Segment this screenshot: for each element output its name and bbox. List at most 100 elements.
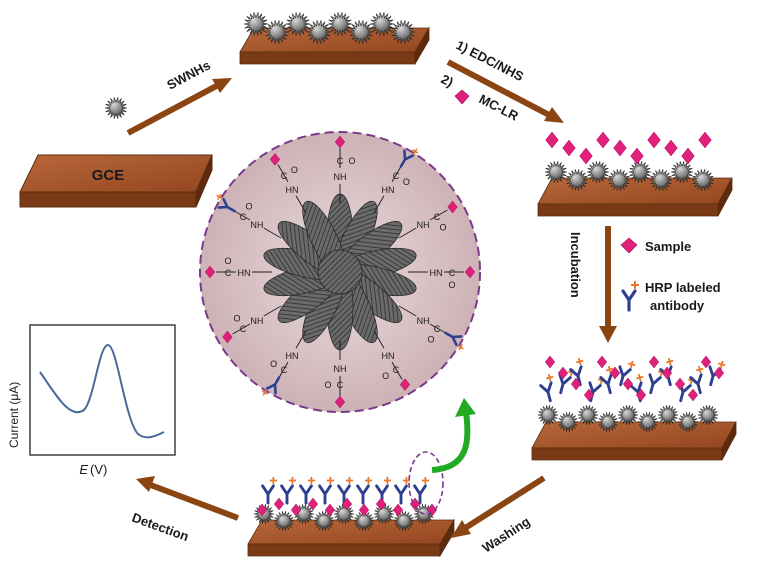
detection-label: Detection (130, 510, 191, 544)
legend-antibody-line2: antibody (650, 298, 705, 313)
gce-electrode: GCE (19, 154, 213, 208)
antibody-marker (216, 193, 236, 213)
chem-c-label: C (240, 212, 247, 222)
detection-step-arrow: Detection (130, 476, 240, 544)
mc-lr-marker (447, 200, 458, 214)
mc-lr-immobilized-electrode (537, 131, 733, 217)
swnhs-label: SWNHs (164, 57, 212, 92)
step2-number: 2) (439, 71, 456, 90)
mc-lr-marker (596, 131, 610, 149)
chem-nh-label: HN (382, 185, 395, 195)
swnh-particle (597, 412, 619, 432)
mc-lr-marker (596, 355, 608, 369)
antibody-marker (356, 476, 373, 505)
chem-c-label: C (434, 212, 441, 222)
chem-o-label: O (382, 371, 389, 381)
swnh-particle (697, 405, 719, 425)
swnh-particle (649, 169, 673, 191)
dpv-curve (39, 343, 165, 439)
edc-nhs-label: 1) EDC/NHS (454, 37, 527, 84)
mc-lr-marker (399, 378, 411, 391)
mc-lr-marker (256, 503, 268, 517)
legend-sample: Sample (620, 237, 691, 254)
hrp-antibody-icon (621, 281, 639, 312)
mc-lr-marker (664, 139, 678, 157)
swnh-particle (537, 405, 559, 425)
antibody-marker (280, 476, 297, 505)
swnh-particle (390, 20, 416, 44)
chem-o-label: O (224, 256, 231, 266)
swnh-particle (617, 405, 639, 425)
mc-lr-marker (681, 147, 695, 165)
plot-ylabel: Current (μA) (7, 382, 21, 448)
chem-o-label: O (348, 156, 355, 166)
chem-nh-label: NH (334, 364, 347, 374)
chem-o-label: O (448, 280, 455, 290)
swnh-particle (586, 161, 610, 183)
swnhs-step-arrow: SWNHs (104, 57, 232, 136)
swnh-particle (243, 12, 269, 36)
incubation-label: Incubation (568, 232, 583, 298)
mc-lr-marker (222, 330, 233, 344)
antibody-marker (444, 331, 464, 351)
edc-nhs-step-arrow: 1) EDC/NHS 2) MC-LR (439, 37, 564, 124)
chem-nh-label: HN (238, 268, 251, 278)
mc-lr-marker (269, 153, 281, 166)
swnh-particle (104, 97, 128, 119)
swnh-particle (544, 161, 568, 183)
chem-nh-label: HN (286, 351, 299, 361)
mc-lr-marker (562, 139, 576, 157)
mc-lr-marker (583, 388, 595, 402)
mc-lr-marker (307, 497, 319, 511)
mc-lr-marker (570, 377, 582, 391)
swnh-particle (628, 161, 652, 183)
antibody-marker (261, 376, 281, 396)
mc-lr-marker (713, 366, 725, 380)
swnh-particle-icon (104, 97, 128, 119)
antibody-marker (394, 476, 411, 505)
chem-o-label: O (233, 314, 240, 324)
washing-label: Washing (479, 514, 532, 556)
mc-lr-marker (630, 147, 644, 165)
chem-c-label: C (434, 324, 441, 334)
chem-c-label: C (240, 324, 247, 334)
antibody-marker (337, 476, 354, 505)
swnh-particle (306, 20, 332, 44)
mc-lr-marker (622, 377, 634, 391)
swnh-particle (691, 169, 715, 191)
antibody-marker (689, 365, 704, 395)
mc-lr-marker (635, 388, 647, 402)
washing-step-arrow: Washing (451, 475, 546, 556)
amide-linker-arms: NHCOHNCONHCOHNCONHCOHNCONHCOHNCONHCOHNCO… (204, 135, 476, 409)
mc-lr-marker (557, 366, 569, 380)
mc-lr-marker (334, 135, 346, 149)
antibody-marker (599, 365, 614, 395)
mc-lr-marker (545, 131, 559, 149)
swnh-particle (557, 412, 579, 432)
chem-o-label: O (403, 177, 410, 187)
mc-lr-marker (290, 503, 302, 517)
mc-lr-marker (464, 265, 476, 279)
swnh-particle (327, 12, 353, 36)
chem-nh-label: NH (334, 172, 347, 182)
chem-nh-label: NH (250, 316, 263, 326)
legend: Sample HRP labeled antibody (620, 237, 721, 313)
swnh-particle (348, 20, 374, 44)
chem-nh-label: NH (417, 220, 430, 230)
swnh-particle (677, 412, 699, 432)
mc-lr-marker (341, 497, 353, 511)
antibody-marker (399, 148, 419, 168)
chem-nh-label: NH (417, 316, 430, 326)
chem-o-label: O (427, 334, 434, 344)
swnh-particle (637, 412, 659, 432)
swnh-particle (393, 511, 415, 531)
mc-lr-marker (647, 131, 661, 149)
chem-c-label: C (449, 268, 456, 278)
mc-lr-marker (687, 388, 699, 402)
mc-lr-marker (609, 366, 621, 380)
chem-nh-label: HN (286, 185, 299, 195)
antibody-marker (375, 476, 392, 505)
antibody-marker (261, 476, 278, 505)
swnh-modified-electrode (239, 12, 430, 66)
mc-lr-marker (334, 395, 346, 409)
